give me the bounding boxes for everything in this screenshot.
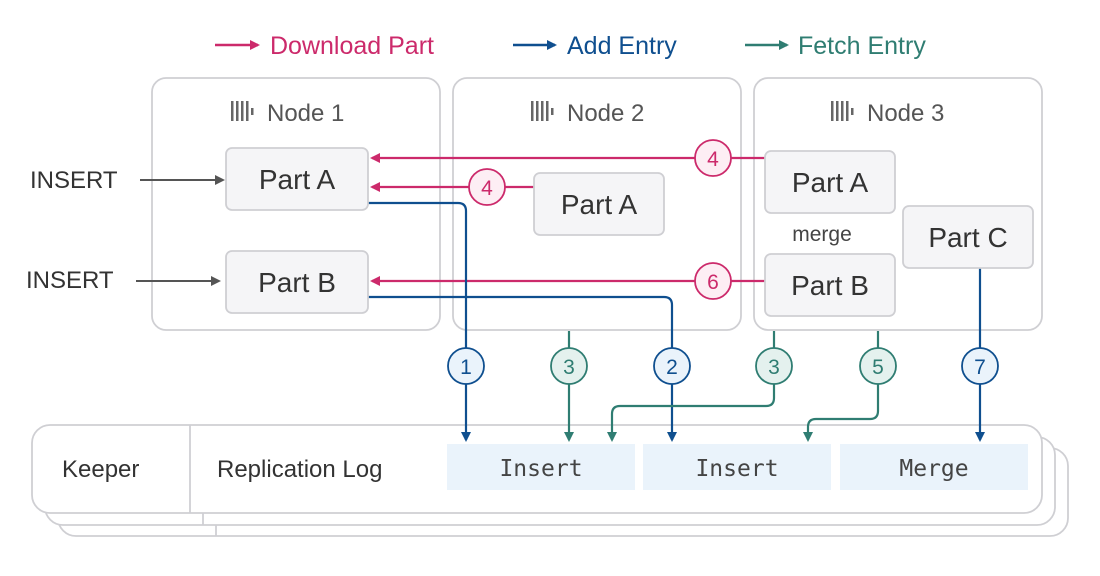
step-badge-download-a-node3-label: 4 [707,148,719,171]
step-badge-fetch-3a-label: 3 [563,356,575,379]
log-entry-insert-1 [447,444,635,490]
insert-label-b: INSERT [26,267,114,294]
node-2-title: Node 2 [567,100,644,127]
fetch-arrow-5 [803,331,880,442]
node1-part-a-label: Part A [259,164,336,195]
log-entry-insert-1-label: Insert [499,456,582,482]
bars-icon [831,101,854,121]
step-badge-fetch-3b [755,347,793,385]
node1-part-b [225,250,369,314]
legend-download-label: Download Part [270,32,434,60]
legend: Download Part Add Entry Fetch Entry [215,32,926,60]
step-badge-download-b-node3 [694,262,732,300]
node3-part-c-label: Part C [928,222,1007,253]
step-badge-fetch-5 [859,347,897,385]
legend-item-add: Add Entry [513,32,677,60]
step-badge-add-2-label: 2 [666,356,678,379]
step-badge-add-1 [447,347,485,385]
node-3-title: Node 3 [867,100,944,127]
insert-arrows: INSERT INSERT [26,167,225,294]
node1-part-b-label: Part B [258,267,336,298]
add-arrow-2 [368,295,677,442]
node-1-title: Node 1 [267,100,344,127]
step-badge-fetch-3b-label: 3 [768,356,780,379]
add-arrow-1 [368,201,471,442]
step-badge-download-a-node3 [694,139,732,177]
insert-label-a: INSERT [30,167,118,194]
log-entry-insert-2 [643,444,831,490]
legend-item-download: Download Part [215,32,434,60]
step-badges: 4 4 6 1 3 2 3 5 7 [447,139,999,385]
step-badge-add-7 [961,347,999,385]
node3-part-b-label: Part B [791,270,869,301]
node2-part-a [533,172,665,236]
step-badge-download-a-node2 [468,168,506,206]
keeper-label: Keeper [62,456,139,483]
step-badge-fetch-3a [550,347,588,385]
merge-label: merge [792,223,852,246]
step-badge-add-2 [653,347,691,385]
parts: Part A Part B Part A Part A merge Part B… [225,147,1034,317]
fetch-arrow-3b [607,331,776,442]
step-badge-download-b-node3-label: 6 [707,271,719,294]
bars-icon [231,101,254,121]
node1-part-a [225,147,369,211]
legend-fetch-label: Fetch Entry [798,32,926,60]
node3-part-b [764,253,896,317]
legend-add-label: Add Entry [567,32,677,60]
step-badge-add-1-label: 1 [460,356,472,379]
bars-icon [531,101,554,121]
node3-part-a [764,150,896,214]
log-entry-merge [840,444,1028,490]
step-badge-fetch-5-label: 5 [872,356,884,379]
node2-part-a-label: Part A [561,189,638,220]
legend-item-fetch: Fetch Entry [745,32,926,60]
replication-log-label: Replication Log [217,456,382,483]
step-badge-download-a-node2-label: 4 [481,177,493,200]
node3-part-a-label: Part A [792,167,869,198]
log-entry-merge-label: Merge [899,456,968,482]
step-badge-add-7-label: 7 [974,356,986,379]
node3-part-c [902,205,1034,269]
log-entries: Insert Insert Merge [447,444,1028,490]
log-entry-insert-2-label: Insert [695,456,778,482]
